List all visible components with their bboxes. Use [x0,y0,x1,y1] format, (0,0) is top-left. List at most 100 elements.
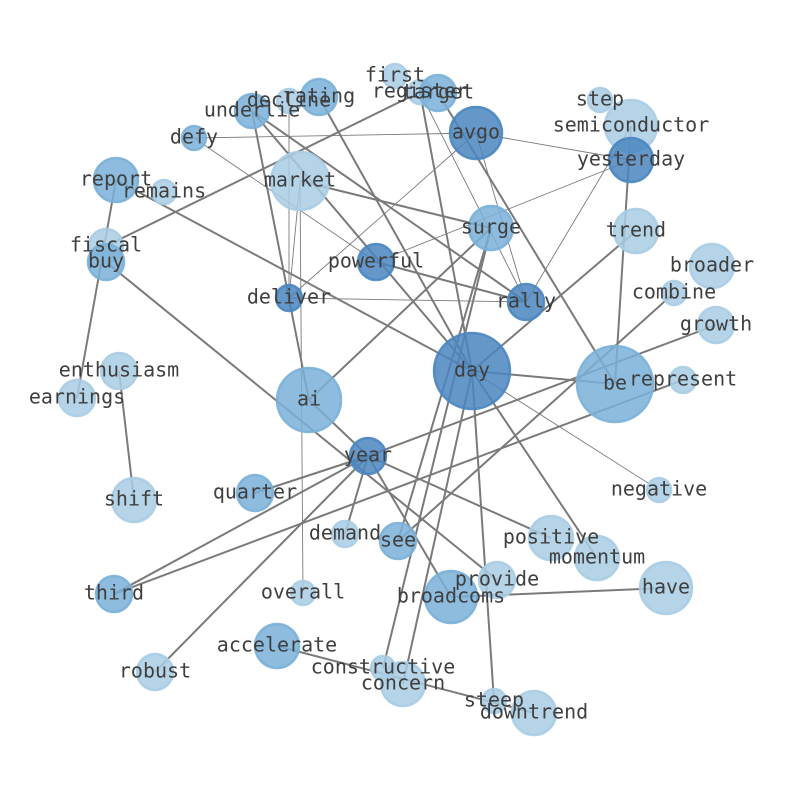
label-layer: firstregistertargetratingdeclineunderlie… [29,63,754,724]
node-shift [110,476,158,524]
node-label-third: third [84,581,144,605]
node-deliver [274,283,304,313]
node-label-quarter: quarter [213,480,297,504]
node-remains [150,178,178,206]
node-step [586,86,614,114]
node-robust [135,652,175,692]
node-label-earnings: earnings [29,385,125,409]
node-provide [477,560,517,600]
edge-report-day [115,179,473,372]
node-label-represent: represent [629,367,737,391]
edge-report-earnings [76,179,117,399]
node-label-growth: growth [680,312,752,336]
edge-market-surge [299,180,492,229]
node-label-semiconductor: semiconductor [553,113,710,137]
edge-day-concern [402,370,473,685]
node-label-concern: concern [361,671,445,695]
node-concern [379,660,427,708]
node-label-robust: robust [119,659,191,683]
node-downtrend [510,689,558,737]
node-label-avgo: avgo [452,120,500,144]
node-layer [57,62,736,737]
node-first [381,62,409,90]
node-label-see: see [380,528,416,552]
node-label-target: target [402,80,474,104]
node-third [94,574,134,614]
node-label-accelerate: accelerate [217,633,337,657]
node-steep [480,687,508,715]
edge-register-rally [419,91,527,303]
node-label-day: day [454,358,490,382]
node-quarter [235,473,275,513]
node-label-remains: remains [122,179,206,203]
node-have [638,560,694,616]
node-be [575,344,655,424]
edge-year-robust [154,455,369,673]
node-label-decline: decline [247,88,331,112]
node-surge [467,204,515,252]
node-label-enthusiasm: enthusiasm [59,358,179,382]
node-label-shift: shift [104,487,164,511]
node-overall [289,579,317,607]
edge-represent-third [113,379,684,595]
node-powerful [356,242,396,282]
node-label-be: be [603,371,627,395]
node-label-ai: ai [297,387,321,411]
node-positive [527,514,575,562]
node-label-negative: negative [611,477,707,501]
node-label-deliver: deliver [247,285,331,309]
node-label-broadcoms: broadcoms [397,584,505,608]
node-label-constructive: constructive [311,655,456,679]
edge-ai-underlie [251,110,310,401]
edge-year-third [113,455,369,595]
node-label-positive: positive [503,525,599,549]
edge-combine-see [397,292,675,542]
node-label-downtrend: downtrend [480,700,588,724]
edge-deliver-rally [288,297,527,303]
node-label-report: report [80,167,152,191]
node-label-have: have [642,575,690,599]
node-ai [275,366,343,434]
node-decline [275,87,303,115]
node-year [348,436,388,476]
node-label-overall: overall [261,580,345,604]
edge-underlie-rally [251,110,527,303]
node-label-buy: buy [88,249,124,273]
node-label-surge: surge [461,215,521,239]
edge-rating-day [318,96,473,372]
node-label-powerful: powerful [328,249,424,273]
node-market [269,150,331,212]
node-label-step: step [576,87,624,111]
node-label-underlie: underlie [204,98,300,122]
node-broader [688,242,736,290]
node-label-rally: rally [496,289,556,313]
node-combine [660,279,688,307]
node-avgo [448,105,504,161]
node-label-market: market [264,168,336,192]
node-label-steep: steep [464,688,524,712]
node-label-rating: rating [283,84,355,108]
node-represent [668,365,698,395]
edge-day-steep [471,370,495,702]
edge-avgo-deliver [288,132,477,299]
node-buy [86,242,126,282]
node-enthusiasm [99,351,139,391]
node-growth [696,305,736,345]
node-day [432,331,512,411]
node-label-combine: combine [632,280,716,304]
node-defy [180,124,208,152]
node-label-demand: demand [309,521,381,545]
node-label-register: register [372,79,468,103]
edge-growth-year [367,324,717,457]
node-label-provide: provide [455,567,539,591]
node-label-trend: trend [606,218,666,242]
node-negative [645,476,673,504]
node-label-broader: broader [670,253,754,277]
node-accelerate [253,622,301,670]
edge-year-quarter [254,455,369,494]
node-earnings [57,378,97,418]
node-demand [330,519,360,549]
node-label-defy: defy [170,125,218,149]
node-yesterday [607,136,655,184]
